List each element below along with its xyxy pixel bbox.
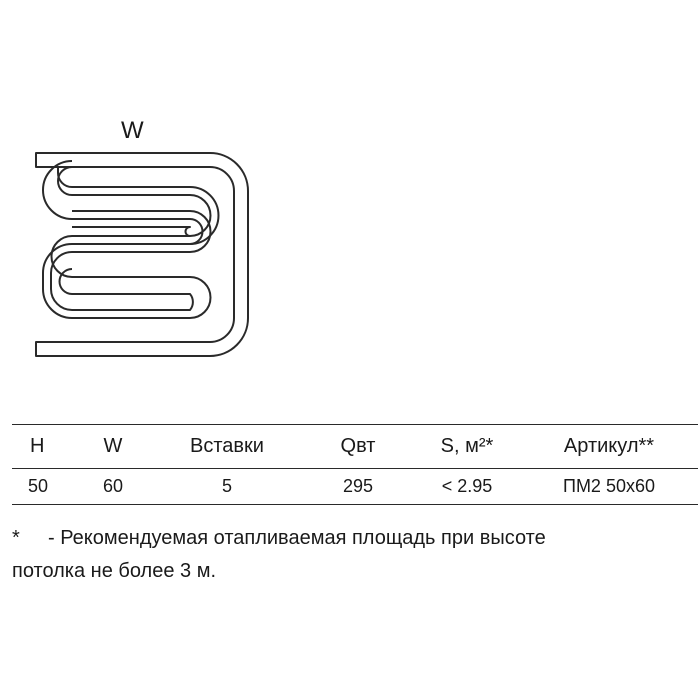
footnote-text: - Рекомендуемая отапливаемая площадь при… xyxy=(48,527,546,549)
cell-width: 60 xyxy=(102,476,124,496)
column-header-power: Qвт xyxy=(340,435,376,457)
column-header-width: W xyxy=(103,435,123,457)
column-header-height: H xyxy=(30,435,45,457)
footnote-text-line2: потолка не более 3 м. xyxy=(12,560,216,582)
footnote-marker: * xyxy=(12,527,20,549)
cell-height: 50 xyxy=(28,476,49,496)
serpentine-loop-middle xyxy=(50,210,212,311)
serpentine-loops-outer xyxy=(42,160,212,319)
column-header-area: S, м²* xyxy=(440,435,494,457)
footnote: * - Рекомендуемая отапливаемая площадь пр… xyxy=(12,522,692,588)
specifications-table: H W Вставки Qвт S, м²* Артикул** 50 60 5… xyxy=(12,424,698,505)
cell-area: < 2.95 xyxy=(441,476,493,496)
column-header-article: Артикул** xyxy=(563,435,655,457)
column-header-inserts: Вставки xyxy=(190,435,264,457)
rail-outer-contour xyxy=(35,152,249,357)
cell-inserts: 5 xyxy=(221,476,232,496)
table-row: 50 60 5 295 < 2.95 ПМ2 50х60 xyxy=(12,469,698,505)
cell-power: 295 xyxy=(342,476,374,496)
towel-rail-drawing xyxy=(35,152,249,357)
serpentine-loops-inner xyxy=(57,167,220,245)
cell-article: ПМ2 50х60 xyxy=(563,476,655,496)
width-dimension-label: W xyxy=(121,117,144,144)
table-header-row: H W Вставки Qвт S, м²* Артикул** xyxy=(12,424,698,469)
